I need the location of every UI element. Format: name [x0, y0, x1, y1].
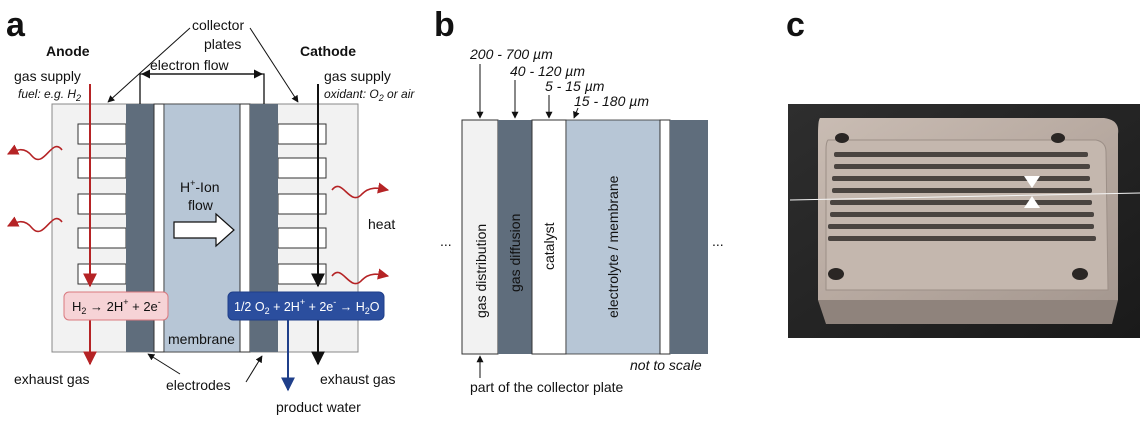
ion-flow-arrow: [173, 212, 235, 248]
cathode-reaction-text: 1/2 O2 + 2H+ + 2e- → H2O: [234, 297, 380, 316]
not-to-scale-label: not to scale: [630, 357, 702, 373]
anode-reaction-box: [63, 291, 169, 321]
panel-b: b gas distribution gas diffusion catalys…: [434, 6, 724, 395]
panel-b-letter: b: [434, 6, 455, 44]
panel-a-letter: a: [6, 6, 26, 44]
ellipsis-left: ...: [440, 233, 452, 249]
layer-catalyst: [531, 119, 567, 355]
dim-arrow-4: [573, 107, 580, 119]
collector-plates-label-2: plates: [204, 36, 241, 52]
dim-gas-distribution: 200 - 700 µm: [469, 46, 553, 62]
mounting-holes: [828, 133, 1088, 280]
electron-flow-wire: [139, 73, 265, 104]
layer-catalyst-right: [659, 119, 671, 355]
electron-flow-label: electron flow: [150, 57, 229, 73]
dim-membrane: 15 - 180 µm: [574, 93, 649, 109]
cathode-gas-channels: [277, 123, 327, 285]
electrodes-label: electrodes: [166, 377, 231, 393]
collector-pointer-right: [249, 27, 299, 103]
gas-supply-left-label: gas supply: [14, 68, 81, 84]
ion-flow-label-2: flow: [188, 197, 214, 213]
electrodes-pointer-left: [147, 353, 181, 375]
ion-flow-label: H+-Ion: [180, 178, 220, 195]
flow-channels: [828, 152, 1096, 241]
fuel-label: fuel: e.g. H2: [18, 87, 81, 103]
product-water-label: product water: [276, 399, 361, 415]
layer-gas-distribution: [461, 119, 499, 355]
ellipsis-right: ...: [712, 233, 724, 249]
filament-line: [789, 192, 1140, 201]
electrodes-pointer-right: [245, 355, 263, 383]
dim-catalyst: 5 - 15 µm: [545, 78, 605, 94]
panel-a: a Anode Cathode collector plates: [6, 6, 415, 415]
collector-pointer-left: [107, 27, 191, 103]
label-gas-distribution: gas distribution: [473, 224, 489, 318]
cathode-label: Cathode: [300, 43, 356, 59]
panel-c: c: [786, 6, 1140, 338]
dim-gas-diffusion: 40 - 120 µm: [510, 63, 585, 79]
gas-supply-right-label: gas supply: [324, 68, 391, 84]
collector-plates-label-1: collector: [192, 17, 244, 33]
heat-label: heat: [368, 216, 395, 232]
heat-arrows: [6, 144, 390, 285]
oxidant-label: oxidant: O2 or air: [324, 87, 415, 103]
label-electrolyte-membrane: electrolyte / membrane: [605, 175, 621, 318]
exhaust-gas-right-label: exhaust gas: [320, 371, 396, 387]
marker-bottom: [1024, 196, 1040, 208]
layer-gas-diffusion-right: [670, 120, 708, 354]
layer-electrolyte-membrane: [565, 119, 661, 355]
exhaust-gas-left-label: exhaust gas: [14, 371, 90, 387]
cathode-reaction-box: [227, 291, 385, 321]
plate-base-edge: [818, 300, 1118, 324]
label-gas-diffusion: gas diffusion: [507, 214, 523, 292]
layer-gas-diffusion: [498, 120, 532, 354]
label-catalyst: catalyst: [541, 222, 557, 270]
membrane-label: membrane: [168, 331, 235, 347]
collector-note-label: part of the collector plate: [470, 379, 624, 395]
marker-top: [1024, 176, 1040, 188]
anode-label: Anode: [46, 43, 90, 59]
panel-c-letter: c: [786, 6, 805, 44]
anode-reaction-text: H2 → 2H+ + 2e-: [72, 297, 161, 316]
